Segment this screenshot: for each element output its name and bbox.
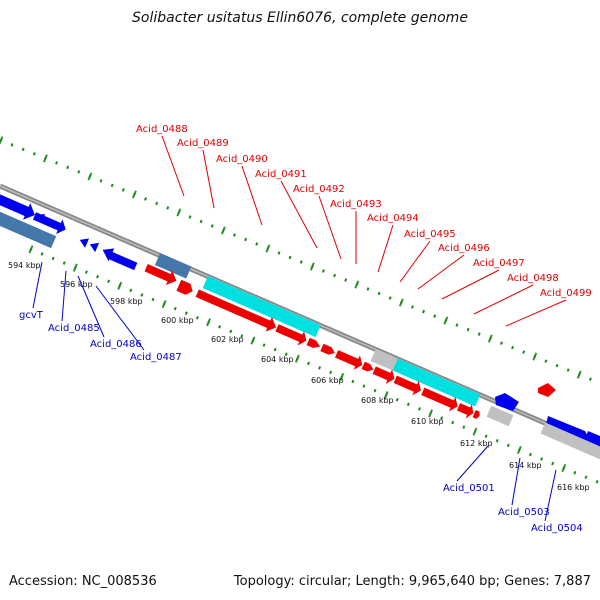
label-leader-line <box>511 457 521 506</box>
gene-label-reverse[interactable]: Acid_0487 <box>130 352 182 363</box>
gene-arrow-red[interactable] <box>320 343 336 357</box>
reverse-gene-labels: gcvT Acid_0485Acid_0486Acid_0487Acid_0501… <box>19 261 583 534</box>
gene-label-reverse[interactable]: gcvT <box>19 310 44 321</box>
scale-tick-label: 598 kbp <box>110 297 143 306</box>
label-leader-line <box>417 254 465 290</box>
map-title: Solibacter usitatus Ellin6076, complete … <box>132 10 468 26</box>
scale-tick-label: 604 kbp <box>261 355 294 364</box>
gene-label-reverse[interactable]: Acid_0501 <box>443 483 495 494</box>
label-leader-line <box>77 275 105 338</box>
scale-tick-label: 596 kbp <box>60 280 93 289</box>
scale-tick-label: 616 kbp <box>557 483 590 492</box>
gene-label-forward[interactable]: Acid_0492 <box>293 184 345 195</box>
accession-text: Accession: NC_008536 <box>9 574 157 589</box>
gene-pseudo-grey-right[interactable] <box>486 405 514 427</box>
gene-label-forward[interactable]: Acid_0499 <box>540 288 592 299</box>
gene-arrow-red[interactable] <box>194 286 279 335</box>
gene-label-forward[interactable]: Acid_0488 <box>136 124 188 135</box>
gene-arrow-blue[interactable] <box>99 244 139 272</box>
gene-rna-gcvT-region[interactable] <box>0 204 57 249</box>
gene-arrow-blue[interactable] <box>78 235 90 248</box>
gene-arrow-red[interactable] <box>371 363 398 386</box>
gene-rna-steelblue[interactable] <box>154 253 192 279</box>
reverse-gene-group-left <box>0 186 192 279</box>
label-leader-line <box>280 180 318 249</box>
gene-label-forward[interactable]: Acid_0491 <box>255 169 307 180</box>
label-leader-line <box>161 135 185 197</box>
scale-tick-label: 614 kbp <box>509 461 542 470</box>
label-leader-line <box>95 285 145 351</box>
gene-arrow-red[interactable] <box>274 321 310 348</box>
label-leader-line <box>544 469 557 522</box>
gene-label-reverse[interactable]: Acid_0486 <box>90 339 142 350</box>
gene-label-reverse[interactable]: Acid_0485 <box>48 323 100 334</box>
scale-tick-label: 608 kbp <box>361 396 394 405</box>
gene-arrow-red[interactable] <box>333 346 365 372</box>
gene-arrow-red[interactable] <box>472 409 482 420</box>
gene-label-forward[interactable]: Acid_0496 <box>438 243 490 254</box>
label-leader-line <box>456 445 489 482</box>
gene-label-reverse[interactable]: Acid_0504 <box>531 523 583 534</box>
label-leader-line <box>318 195 342 260</box>
scale-tick-labels: 594 kbp 596 kbp 598 kbp 600 kbp 602 kbp 604 k… <box>8 261 590 492</box>
gene-arrow-red[interactable] <box>143 260 180 288</box>
gene-arrow-red[interactable] <box>455 400 476 421</box>
gene-label-reverse[interactable]: Acid_0503 <box>498 507 550 518</box>
gene-rna-cyan[interactable] <box>202 276 321 338</box>
label-leader-line <box>241 165 263 226</box>
gene-arrow-blue-right[interactable] <box>495 393 519 411</box>
label-leader-line <box>399 240 431 283</box>
gene-arrow-blue[interactable] <box>88 240 100 253</box>
gene-pseudo-grey[interactable] <box>370 349 398 371</box>
gene-arrow-blue[interactable] <box>31 209 69 237</box>
gene-arrow-red[interactable] <box>176 279 195 297</box>
gene-arrow-red[interactable] <box>392 372 424 398</box>
scale-tick-label: 612 kbp <box>460 439 493 448</box>
gene-label-forward[interactable]: Acid_0494 <box>367 213 419 224</box>
gene-arrow-blue[interactable] <box>0 186 39 223</box>
label-leader-line <box>32 261 43 309</box>
gene-arrow-red-right[interactable] <box>538 383 556 397</box>
gene-arrow-blue-right[interactable] <box>545 416 590 444</box>
label-leader-line <box>202 149 215 209</box>
genome-summary-text: Topology: circular; Length: 9,965,640 bp… <box>233 574 591 589</box>
gene-label-forward[interactable]: Acid_0498 <box>507 273 559 284</box>
gene-label-forward[interactable]: Acid_0493 <box>330 199 382 210</box>
scale-tick-label: 610 kbp <box>411 417 444 426</box>
gene-pseudo-grey-right-2[interactable] <box>540 422 600 462</box>
label-leader-line <box>505 299 567 327</box>
gene-label-forward[interactable]: Acid_0495 <box>404 229 456 240</box>
label-leader-line <box>61 270 67 322</box>
scale-tick-label: 602 kbp <box>211 335 244 344</box>
gene-arrow-red[interactable] <box>306 337 322 351</box>
forward-gene-labels: Acid_0488Acid_0489Acid_0490Acid_0491Acid… <box>136 124 592 327</box>
scale-tick-label: 594 kbp <box>8 261 41 270</box>
forward-gene-group <box>143 260 482 421</box>
inner-dotted-track-ticks <box>28 245 600 487</box>
label-leader-line <box>441 269 500 300</box>
gene-arrow-red[interactable] <box>361 361 375 374</box>
gene-arrow-red[interactable] <box>420 384 461 414</box>
gene-label-forward[interactable]: Acid_0497 <box>473 258 525 269</box>
gene-label-forward[interactable]: Acid_0490 <box>216 154 268 165</box>
scale-tick-label: 606 kbp <box>311 376 344 385</box>
gene-rna-cyan-2[interactable] <box>392 358 481 407</box>
gene-label-forward[interactable]: Acid_0489 <box>177 138 229 149</box>
scale-tick-label: 600 kbp <box>161 316 194 325</box>
label-leader-line <box>377 224 394 273</box>
label-leader-line <box>473 284 534 315</box>
